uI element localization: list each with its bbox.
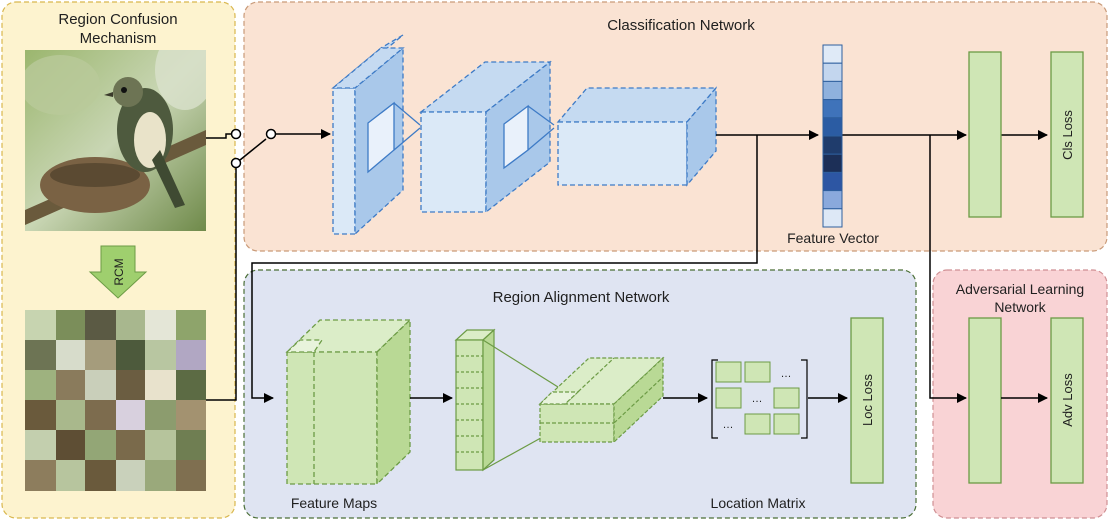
feature-column xyxy=(454,328,567,472)
rcm-title-line2: Mechanism xyxy=(80,30,157,47)
rcm-arrow: RCM xyxy=(88,245,148,299)
feature-vector-label: Feature Vector xyxy=(787,230,879,246)
feature-vector-cell xyxy=(822,135,843,155)
receptive-window-1 xyxy=(367,101,421,174)
adv-loss-label: Adv Loss xyxy=(1060,373,1075,427)
loc-loss-label: Loc Loss xyxy=(860,373,875,426)
cls-loss-label: Cls Loss xyxy=(1060,110,1075,160)
cls-loss-box xyxy=(1050,51,1084,218)
feature-vector-cell xyxy=(822,80,843,101)
location-matrix: … … … xyxy=(711,359,808,439)
conv-block-3 xyxy=(556,86,718,187)
feature-vector xyxy=(822,44,843,228)
feature-vector-cell xyxy=(822,99,843,119)
matrix-ellipsis: … xyxy=(781,368,792,380)
input-switch xyxy=(206,128,331,401)
location-matrix-label: Location Matrix xyxy=(711,495,806,511)
alignment-title: Region Alignment Network xyxy=(493,289,670,306)
feature-vector-cell xyxy=(822,117,843,137)
matrix-ellipsis: … xyxy=(723,419,734,431)
feature-vector-cell xyxy=(822,190,843,210)
feature-vector-cell xyxy=(822,208,843,228)
feature-vector-cell xyxy=(822,44,843,64)
classification-fc-layer xyxy=(968,51,1002,218)
input-bird-image xyxy=(25,50,206,231)
shuffled-bird-image xyxy=(25,310,206,491)
feature-vector-cell xyxy=(822,171,843,192)
feature-maps-label: Feature Maps xyxy=(291,495,377,511)
classification-title: Classification Network xyxy=(607,17,755,34)
matrix-ellipsis: … xyxy=(752,393,763,405)
adversarial-title-line2: Network xyxy=(994,299,1046,315)
rcm-title-line1: Region Confusion xyxy=(58,11,177,28)
adv-loss-box xyxy=(1050,317,1084,484)
receptive-window-2 xyxy=(503,104,555,170)
loc-loss-box xyxy=(850,317,884,484)
feature-vector-cell xyxy=(822,153,843,173)
alignment-feature-block xyxy=(538,356,665,444)
rcm-arrow-label: RCM xyxy=(112,258,126,285)
classification-connectors xyxy=(251,130,1048,403)
adversarial-title-line1: Adversarial Learning xyxy=(956,281,1084,297)
feature-maps-block xyxy=(285,318,412,486)
adversarial-fc-layer xyxy=(968,317,1002,484)
feature-vector-cell xyxy=(822,62,843,82)
